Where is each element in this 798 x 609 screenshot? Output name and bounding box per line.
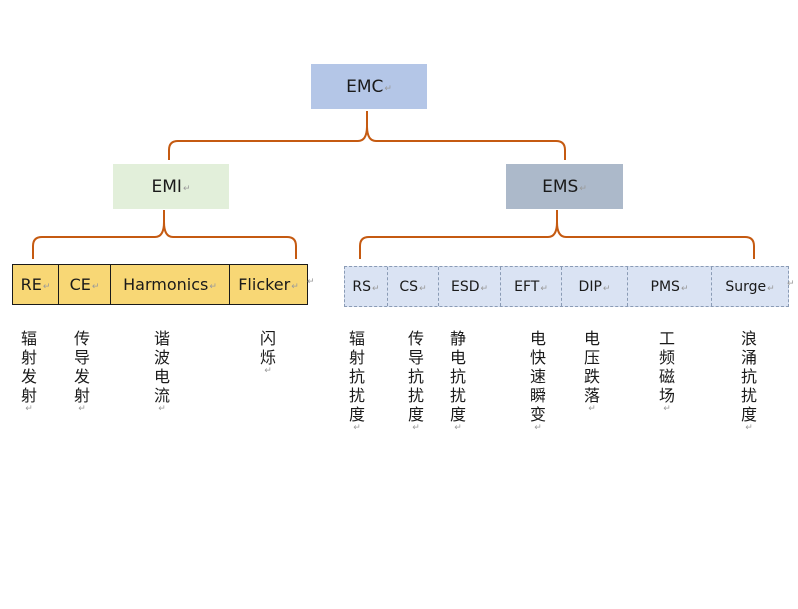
line-break-icon: ↵ bbox=[264, 366, 272, 376]
cell-code: CS bbox=[399, 278, 419, 295]
emc-label: EMC bbox=[346, 76, 384, 97]
desc-text: 谐波电流 bbox=[153, 329, 170, 405]
ems-desc-esd: 静电抗扰度↵ bbox=[448, 329, 468, 433]
emi-desc-ce: 传导发射↵ bbox=[72, 329, 92, 414]
paragraph-mark-icon: ↵ bbox=[540, 283, 548, 294]
cell-code: RE bbox=[20, 275, 42, 294]
cell-code: RS bbox=[352, 278, 372, 295]
line-break-icon: ↵ bbox=[745, 423, 753, 433]
desc-text: 电压跌落 bbox=[583, 329, 600, 405]
cell-code: Harmonics bbox=[123, 275, 209, 294]
ems-desc-eft: 电快速瞬变↵ bbox=[528, 329, 548, 433]
cell-code: EFT bbox=[514, 278, 540, 295]
desc-text: 辐射发射 bbox=[20, 329, 37, 405]
line-break-icon: ↵ bbox=[663, 404, 671, 414]
line-break-icon: ↵ bbox=[78, 404, 86, 414]
line-break-icon: ↵ bbox=[454, 423, 462, 433]
emi-items-table: RE↵ CE↵ Harmonics↵ Flicker↵ bbox=[12, 264, 308, 305]
ems-cell-rs: RS↵ bbox=[345, 267, 388, 306]
paragraph-mark-icon: ↵ bbox=[680, 283, 689, 294]
cell-code: ESD bbox=[450, 278, 480, 295]
ems-to-items-brace bbox=[359, 210, 755, 259]
paragraph-mark-icon: ↵ bbox=[579, 183, 587, 194]
desc-text: 静电抗扰度 bbox=[449, 329, 466, 424]
ems-branch-node: EMS↵ bbox=[506, 164, 623, 209]
cell-code: Surge bbox=[725, 278, 767, 295]
emi-desc-flicker: 闪烁↵ bbox=[258, 329, 278, 376]
cell-code: Flicker bbox=[238, 275, 291, 294]
line-break-icon: ↵ bbox=[534, 423, 542, 433]
desc-text: 浪涌抗扰度 bbox=[740, 329, 757, 424]
emi-label: EMI bbox=[151, 176, 182, 197]
line-break-icon: ↵ bbox=[25, 404, 33, 414]
cell-code: DIP bbox=[578, 278, 602, 295]
ems-cell-eft: EFT↵ bbox=[501, 267, 562, 306]
ems-cell-pms: PMS↵ bbox=[628, 267, 712, 306]
paragraph-mark-icon: ↵ bbox=[767, 283, 775, 294]
paragraph-mark-icon: ↵ bbox=[182, 183, 191, 194]
desc-text: 电快速瞬变 bbox=[529, 329, 546, 424]
paragraph-mark-icon: ↵ bbox=[602, 283, 611, 294]
paragraph-mark-icon: ↵ bbox=[209, 281, 217, 292]
emi-desc-re: 辐射发射↵ bbox=[19, 329, 39, 414]
emi-branch-node: EMI↵ bbox=[113, 164, 229, 209]
paragraph-mark-icon: ↵ bbox=[42, 281, 51, 292]
paragraph-mark-icon: ↵ bbox=[480, 283, 489, 294]
emc-to-branches-brace bbox=[168, 111, 566, 160]
emi-cell-re: RE↵ bbox=[13, 265, 59, 304]
row-end-mark-icon: ↵ bbox=[787, 279, 795, 289]
row-end-mark-icon: ↵ bbox=[307, 277, 315, 287]
emi-cell-ce: CE↵ bbox=[59, 265, 111, 304]
paragraph-mark-icon: ↵ bbox=[291, 281, 299, 292]
line-break-icon: ↵ bbox=[158, 404, 166, 414]
ems-label: EMS bbox=[542, 176, 579, 197]
ems-cell-surge: Surge↵ bbox=[712, 267, 788, 306]
cell-code: PMS bbox=[650, 278, 680, 295]
desc-text: 辐射抗扰度 bbox=[348, 329, 365, 424]
paragraph-mark-icon: ↵ bbox=[91, 281, 100, 292]
ems-items-table: RS↵ CS↵ ESD↵ EFT↵ DIP↵ PMS↵ Surge↵ bbox=[344, 266, 789, 307]
ems-desc-surge: 浪涌抗扰度↵ bbox=[739, 329, 759, 433]
ems-desc-rs: 辐射抗扰度↵ bbox=[347, 329, 367, 433]
emc-root-node: EMC↵ bbox=[311, 64, 427, 109]
ems-desc-pms: 工频磁场↵ bbox=[657, 329, 677, 414]
emi-cell-harmonics: Harmonics↵ bbox=[111, 265, 230, 304]
ems-cell-cs: CS↵ bbox=[388, 267, 439, 306]
paragraph-mark-icon: ↵ bbox=[384, 83, 392, 94]
desc-text: 闪烁 bbox=[259, 329, 276, 367]
line-break-icon: ↵ bbox=[412, 423, 420, 433]
ems-cell-esd: ESD↵ bbox=[439, 267, 501, 306]
paragraph-mark-icon: ↵ bbox=[372, 283, 380, 294]
ems-cell-dip: DIP↵ bbox=[562, 267, 628, 306]
line-break-icon: ↵ bbox=[588, 404, 596, 414]
paragraph-mark-icon: ↵ bbox=[419, 283, 427, 294]
cell-code: CE bbox=[69, 275, 91, 294]
desc-text: 传导发射 bbox=[73, 329, 90, 405]
emi-desc-harmonics: 谐波电流↵ bbox=[152, 329, 172, 414]
emi-to-items-brace bbox=[32, 210, 297, 259]
ems-desc-dip: 电压跌落↵ bbox=[582, 329, 602, 414]
emi-cell-flicker: Flicker↵ bbox=[230, 265, 307, 304]
desc-text: 工频磁场 bbox=[658, 329, 675, 405]
line-break-icon: ↵ bbox=[353, 423, 361, 433]
ems-desc-cs: 传导抗扰度↵ bbox=[406, 329, 426, 433]
desc-text: 传导抗扰度 bbox=[407, 329, 424, 424]
